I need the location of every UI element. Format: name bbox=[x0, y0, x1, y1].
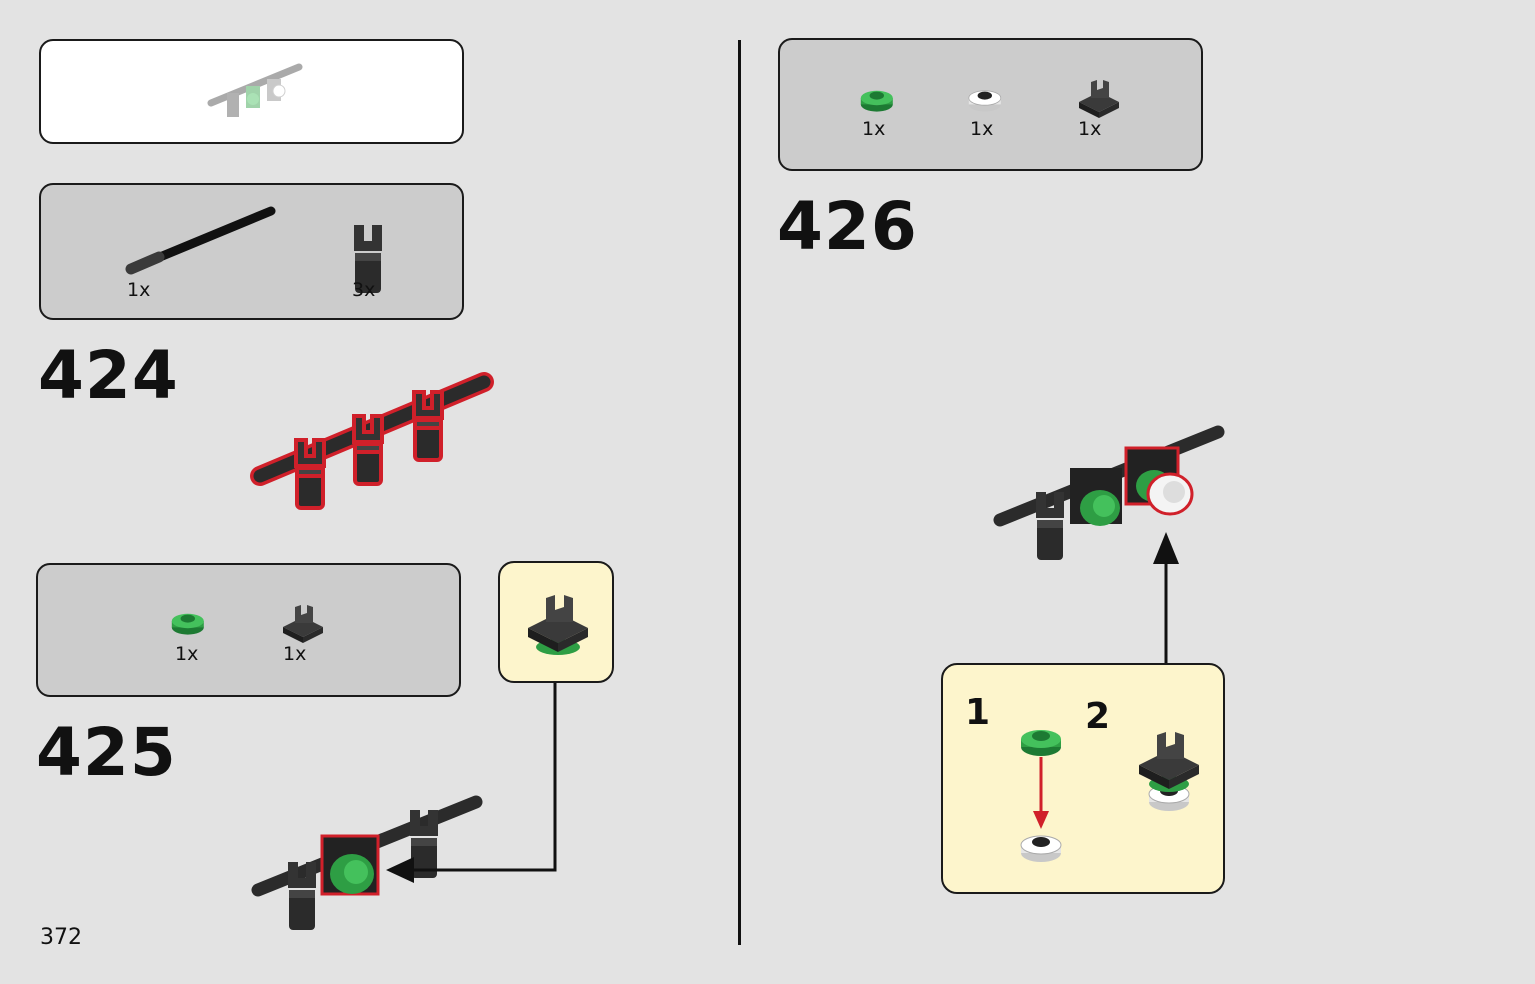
subassembly-callout-425 bbox=[498, 561, 614, 683]
previous-step-thumbnail bbox=[39, 39, 464, 144]
clip-tile-icon bbox=[283, 605, 323, 643]
connector-arrow-426 bbox=[1153, 532, 1179, 666]
parts-list-426: 1x 1x 1x bbox=[778, 38, 1203, 171]
column-divider bbox=[738, 40, 741, 945]
clip-icon bbox=[354, 225, 382, 293]
white-round-plate-icon bbox=[968, 90, 1002, 112]
clip-tile-qty: 1x bbox=[1078, 118, 1102, 140]
assembly-426-icon bbox=[993, 425, 1225, 560]
subassembly-callout-426: 1 2 bbox=[941, 663, 1225, 894]
assembly-424-icon bbox=[250, 372, 494, 510]
green-round-plate-icon bbox=[171, 613, 204, 635]
substep-1-icon bbox=[1020, 730, 1062, 863]
substep-label-1: 1 bbox=[965, 692, 991, 733]
assembly-425-icon bbox=[251, 795, 483, 930]
green-plate-qty: 1x bbox=[862, 118, 886, 140]
clip-tile-qty: 1x bbox=[283, 643, 307, 665]
page-number: 372 bbox=[40, 925, 82, 950]
axle-icon bbox=[125, 206, 276, 275]
step-number-426: 426 bbox=[777, 188, 918, 265]
parts-list-425: 1x 1x bbox=[36, 563, 461, 697]
green-round-plate-icon bbox=[860, 90, 893, 112]
substep-label-2: 2 bbox=[1085, 696, 1111, 737]
parts-list-424: 1x 3x bbox=[39, 183, 464, 320]
clip-qty: 3x bbox=[352, 279, 376, 301]
clip-tile-icon bbox=[1079, 80, 1119, 118]
thumbnail-assembly-icon bbox=[207, 63, 303, 117]
connector-arrow-425 bbox=[386, 683, 557, 883]
step-number-424: 424 bbox=[38, 337, 179, 414]
green-plate-qty: 1x bbox=[175, 643, 199, 665]
substep-2-icon bbox=[1139, 732, 1199, 812]
step-number-425: 425 bbox=[36, 714, 177, 791]
axle-qty: 1x bbox=[127, 279, 151, 301]
subassembly-425-icon bbox=[528, 595, 588, 655]
white-plate-qty: 1x bbox=[970, 118, 994, 140]
